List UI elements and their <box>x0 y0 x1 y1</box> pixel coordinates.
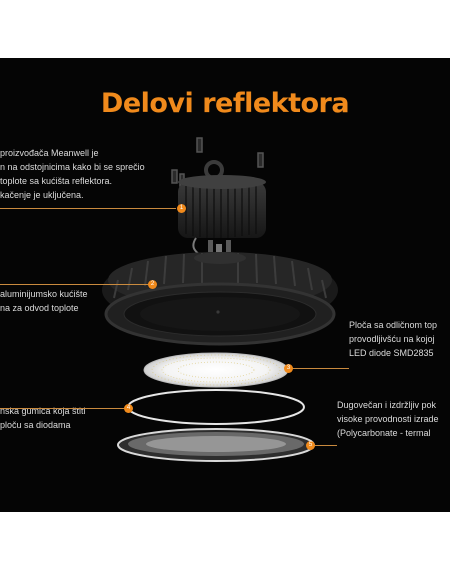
callout-line: nska gumica koja štiti <box>0 406 86 416</box>
callout-line: n na odstojnicima kako bi se sprečio <box>0 162 145 172</box>
callout-line: ploču sa diodama <box>0 420 71 430</box>
callout-line: LED diode SMD2835 <box>349 348 434 358</box>
callout-gasket-marker: 4 <box>124 404 133 413</box>
callout-driver-text: proizvođača Meanwell je n na odstojnicim… <box>0 146 145 202</box>
callout-line: toplote sa kućišta reflektora. <box>0 176 113 186</box>
callout-board-leader <box>292 368 349 369</box>
callout-gasket-text: nska gumica koja štiti ploču sa diodama <box>0 404 86 432</box>
callout-line: proizvođača Meanwell je <box>0 148 99 158</box>
callout-driver-leader <box>0 208 176 209</box>
product-panel: Delovi reflektora <box>0 58 450 512</box>
callout-line: Ploča sa odličnom top <box>349 320 438 330</box>
callout-driver-marker: 1 <box>177 204 186 213</box>
polycarbonate-lens <box>117 428 315 462</box>
driver-body <box>178 175 266 238</box>
page-title: Delovi reflektora <box>100 88 350 119</box>
callout-gasket-leader <box>0 408 124 409</box>
callout-lens-marker: 5 <box>306 441 315 450</box>
exploded-reflector-illustration <box>102 137 338 462</box>
led-board <box>143 352 289 388</box>
callout-lens-text: Dugovečan i izdržljiv pok visoke provodn… <box>337 398 439 440</box>
callout-board-marker: 3 <box>284 364 293 373</box>
callout-lens-leader <box>314 445 337 446</box>
callout-line: na za odvod toplote <box>0 303 79 313</box>
callout-line: kačenje je uključena. <box>0 190 84 200</box>
callout-housing-text: aluminijumsko kućište na za odvod toplot… <box>0 287 88 315</box>
callout-line: aluminijumsko kućište <box>0 289 88 299</box>
callout-line: Dugovečan i izdržljiv pok <box>337 400 437 410</box>
callout-line: provodljivšću na kojoj <box>349 334 435 344</box>
callout-board-text: Ploča sa odličnom top provodljivšću na k… <box>349 318 437 360</box>
aluminium-housing <box>102 252 338 346</box>
callout-line: visoke provodnosti izrade <box>337 414 439 424</box>
callout-housing-leader <box>0 284 148 285</box>
callout-housing-marker: 2 <box>148 280 157 289</box>
rubber-gasket <box>127 389 305 425</box>
callout-line: (Polycarbonate - termal <box>337 428 431 438</box>
